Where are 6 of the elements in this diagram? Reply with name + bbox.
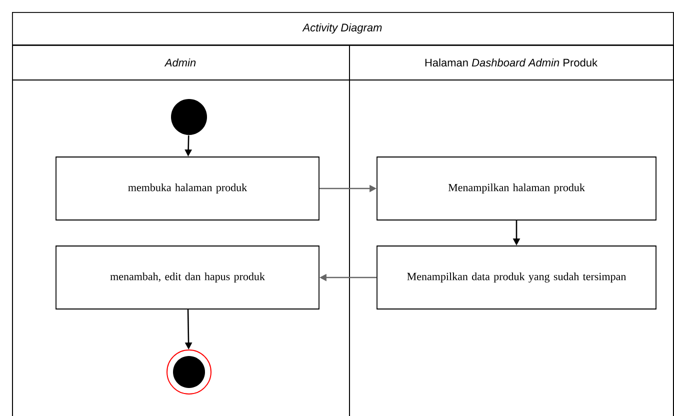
activity-box: menambah, edit dan hapus produk [56,246,320,310]
start-node [171,99,207,135]
activity-box: Menampilkan halaman produk [376,156,656,220]
activity-box: Menampilkan data produk yang sudah tersimpan [376,246,656,310]
activity-box: membuka halaman produk [56,156,320,220]
end-node [166,350,212,394]
